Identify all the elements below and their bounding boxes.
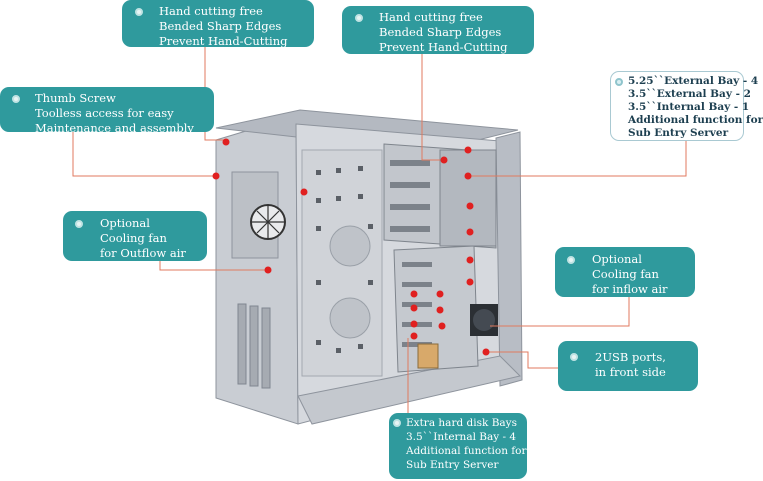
bullet-icon bbox=[567, 256, 575, 264]
callout-thumb-screw: Thumb Screw Toolless access for easy Mai… bbox=[0, 87, 214, 135]
bullet-icon bbox=[12, 95, 20, 103]
callout-hand-cutting-left: Hand cutting free Bended Sharp Edges Pre… bbox=[122, 0, 314, 48]
bullet-icon bbox=[393, 419, 401, 427]
callout-cooling-outflow: Optional Cooling fan for Outflow air bbox=[63, 211, 207, 261]
bullet-icon bbox=[135, 8, 143, 16]
marker-dots bbox=[212, 138, 490, 356]
bullet-icon bbox=[355, 14, 363, 22]
callout-hard-disk-bays: Extra hard disk Bays 3.5``Internal Bay -… bbox=[389, 413, 527, 479]
chassis bbox=[215, 109, 523, 425]
bullet-icon bbox=[615, 78, 623, 86]
bullet-icon bbox=[75, 220, 83, 228]
callout-hand-cutting-right: Hand cutting free Bended Sharp Edges Pre… bbox=[342, 6, 534, 54]
callout-external-bays: 5.25``External Bay - 4 3.5``External Bay… bbox=[610, 71, 763, 141]
callout-usb-ports: 2USB ports, in front side bbox=[558, 341, 698, 391]
callout-cooling-inflow: Optional Cooling fan for inflow air bbox=[555, 247, 695, 297]
bullet-icon bbox=[570, 353, 578, 361]
leader-lines bbox=[72, 47, 687, 415]
